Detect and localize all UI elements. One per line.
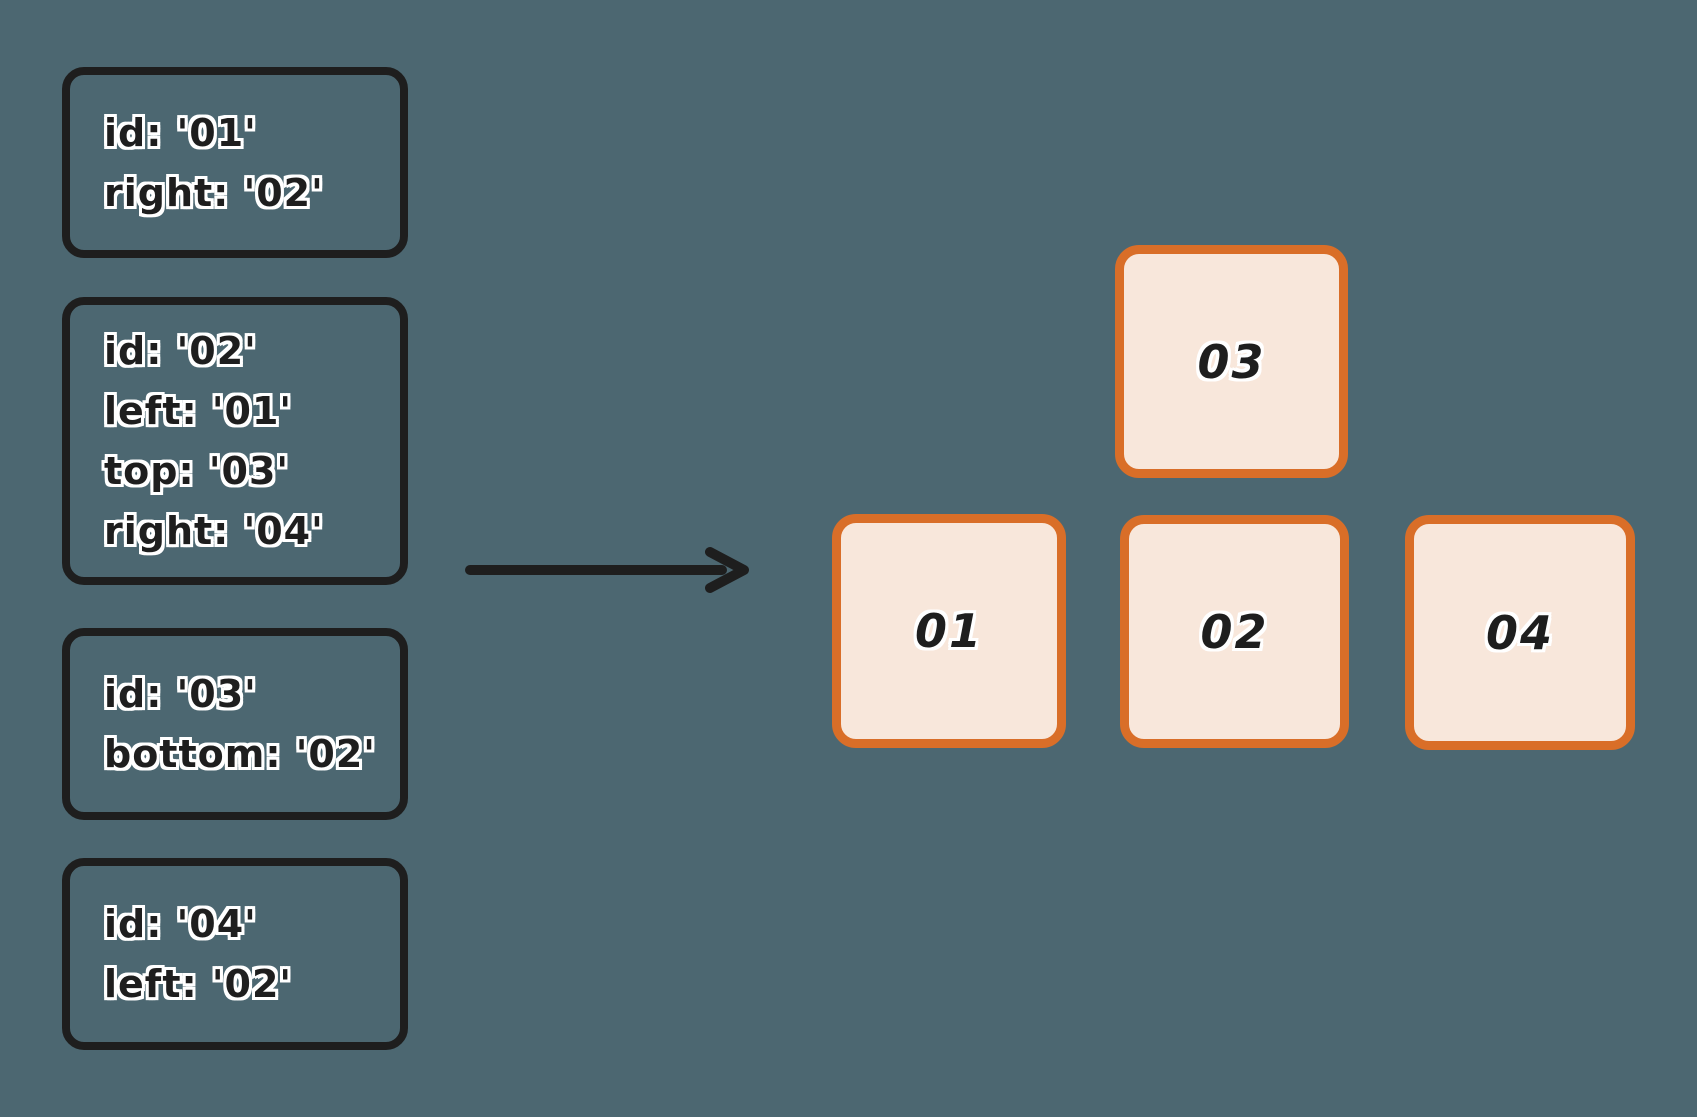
tile-04: 04: [1405, 515, 1635, 750]
tile-01: 01: [832, 514, 1066, 748]
tile-01-label: 01: [914, 604, 983, 658]
definition-card-04: id: '04' left: '02': [62, 858, 408, 1050]
card-02-line-top: top: '03': [104, 449, 290, 493]
definition-card-03: id: '03' bottom: '02': [62, 628, 408, 820]
card-02-line-left: left: '01': [104, 389, 293, 433]
tile-02-label: 02: [1200, 604, 1269, 659]
card-04-line-left: left: '02': [104, 962, 293, 1006]
definition-card-01: id: '01' right: '02': [62, 67, 408, 258]
card-02-line-right: right: '04': [104, 509, 324, 553]
card-03-line-id: id: '03': [104, 672, 257, 716]
right-arrow-icon: [465, 547, 749, 593]
tile-04-label: 04: [1485, 605, 1554, 660]
tile-03-label: 03: [1197, 334, 1266, 389]
card-01-line-right: right: '02': [104, 170, 324, 215]
tile-03: 03: [1115, 245, 1348, 478]
card-03-line-bottom: bottom: '02': [104, 732, 376, 776]
card-02-line-id: id: '02': [104, 329, 257, 373]
card-04-line-id: id: '04': [104, 902, 257, 946]
definition-card-02: id: '02' left: '01' top: '03' right: '04…: [62, 297, 408, 585]
tile-02: 02: [1120, 515, 1349, 748]
card-01-line-id: id: '01': [104, 110, 257, 155]
